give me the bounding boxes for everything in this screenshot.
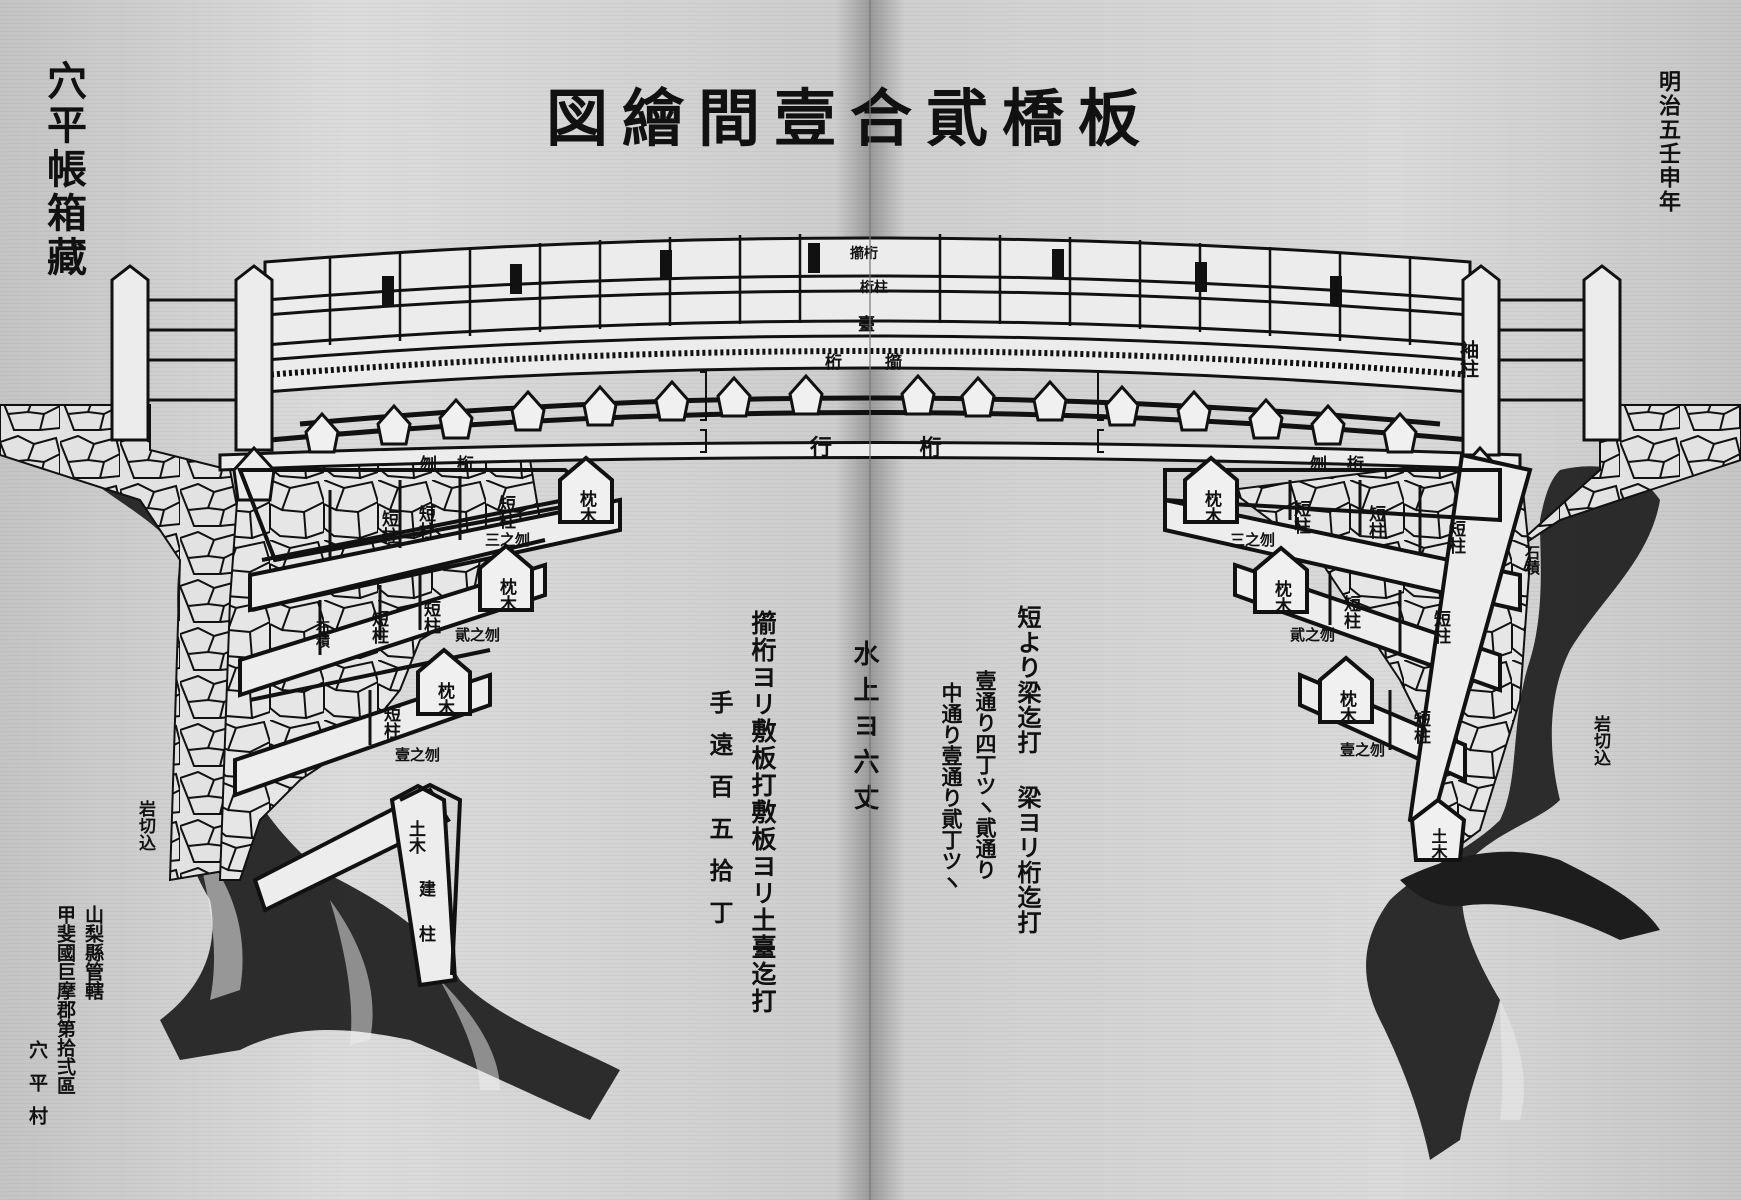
- title-banner: 板橋貮合壹間繪図: [0, 68, 1741, 168]
- note-column-4: 短より梁迄打 梁ヨリ桁迄打: [1013, 605, 1042, 935]
- label-makuragi-right-3: 枕木: [1336, 689, 1358, 725]
- label-sode-bashira: 袖柱: [1457, 339, 1479, 378]
- left-vertical-inscription: 穴平帳箱藏: [40, 60, 87, 280]
- diagram-labels: 臺 桁 擶 擶桁 桁柱 行 桁 刎桁 刎桁 袖柱 短柱 短柱 短柱 短柱 短柱 …: [135, 245, 1612, 970]
- label-hanegeta-left: 刎桁: [419, 454, 494, 475]
- short-posts: [318, 476, 1422, 750]
- note-column-1: 擶桁ヨリ敷板打敷板ヨリ土臺迄打: [748, 610, 777, 1015]
- label-iwakiri-left: 岩切込: [135, 799, 157, 851]
- label-tatebashira: 建柱: [415, 879, 436, 970]
- label-tanbashira-2: 短柱: [415, 504, 436, 540]
- right-vertical-date: 明治五壬申年: [1655, 70, 1681, 214]
- note-column-2: 手遠百五拾丁: [705, 690, 734, 942]
- label-tanbashira-1: 短柱: [378, 509, 399, 545]
- left-stone-bank: [0, 404, 252, 882]
- label-makuragi-left-1: 枕木: [576, 489, 598, 525]
- label-tanbashira-5: 短柱: [420, 599, 441, 635]
- page-title: 板橋貮合壹間繪図: [545, 82, 1154, 155]
- bridge-railing: [263, 234, 1472, 394]
- end-posts: [110, 264, 1622, 502]
- label-hane3-left: 三之刎: [485, 531, 530, 549]
- left-makuragi-blocks: [416, 455, 614, 716]
- label-kushi: 擶: [885, 352, 902, 373]
- label-tanbashira-4: 短柱: [368, 609, 389, 645]
- label-ishizumi-left: 石積: [314, 620, 331, 649]
- right-cliff: [1366, 466, 1660, 1160]
- label-hane3-right: 三之刎: [1230, 531, 1275, 549]
- label-ishizumi-right: 石積: [1523, 545, 1541, 576]
- label-hanegeta-right: 刎桁: [1309, 454, 1384, 475]
- label-tanbashira-6: 短柱: [380, 704, 401, 740]
- label-ikigeta: 行 桁: [809, 435, 982, 461]
- address-line-2: 甲斐國巨摩郡第拾弍區: [54, 905, 76, 1095]
- label-hane1-left: 壹之刎: [395, 746, 440, 764]
- right-stone-bank: [1499, 404, 1741, 561]
- label-iwakiri-right: 岩切込: [1590, 714, 1612, 766]
- label-upper-post: 桁柱: [860, 279, 888, 296]
- label-tanbashira-12: 短柱: [1410, 709, 1431, 745]
- left-cliff: [90, 476, 620, 1120]
- note-column-3: 水上ヨ六丈: [849, 640, 879, 820]
- label-makuragi-left-3: 枕木: [434, 681, 456, 717]
- label-tanbashira-11: 短柱: [1430, 609, 1451, 645]
- label-makuragi-left-2: 枕木: [496, 577, 518, 613]
- cross-beam-caps: [304, 373, 1418, 454]
- label-kushi-keta: 擶桁: [850, 245, 878, 262]
- label-keta: 桁: [825, 353, 842, 373]
- label-makuragi-right-1: 枕木: [1201, 489, 1223, 525]
- label-hane2-left: 貮之刎: [455, 626, 500, 644]
- note-column-6: 中通り壹通り貮丁ツヽ: [939, 682, 964, 892]
- label-tanbashira-8: 短柱: [1365, 504, 1386, 540]
- label-dai: 臺: [858, 314, 875, 335]
- address-line-3: 穴平村: [26, 1040, 48, 1139]
- note-column-5: 壹通り四丁ツヽ貮通り: [973, 670, 998, 880]
- label-brackets: [700, 371, 1104, 453]
- label-tanbashira-9: 短柱: [1445, 519, 1466, 555]
- label-hane1-right: 壹之刎: [1340, 741, 1385, 759]
- left-tatebashira: [389, 782, 463, 988]
- address-line-1: 山梨縣管轄: [82, 905, 104, 1000]
- label-hane2-right: 貮之刎: [1290, 626, 1335, 644]
- label-dodai-left: 土木: [405, 819, 427, 855]
- label-tanbashira-10: 短柱: [1340, 594, 1361, 630]
- label-tanbashira-3: 短柱: [495, 494, 516, 530]
- label-makuragi-right-2: 枕木: [1271, 579, 1293, 615]
- right-makuragi-blocks: [1183, 455, 1467, 862]
- label-dodai-right: 土木: [1429, 827, 1449, 861]
- label-tanbashira-7: 短柱: [1290, 499, 1311, 535]
